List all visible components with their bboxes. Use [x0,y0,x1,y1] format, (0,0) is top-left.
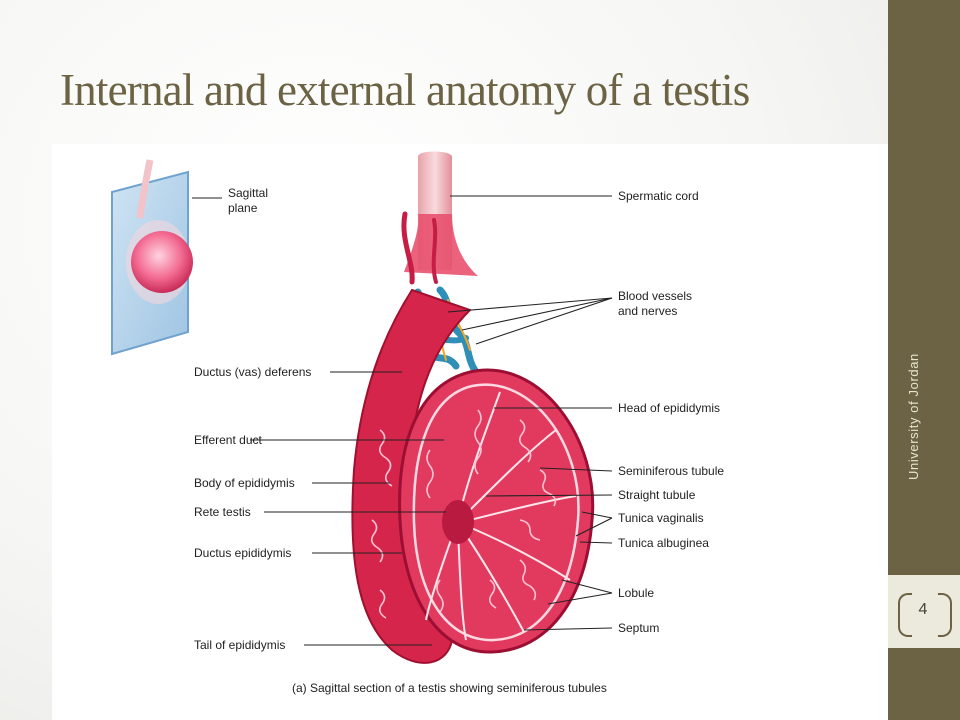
label-ductus-epididymis: Ductus epididymis [194,546,291,560]
label-spermatic-cord: Spermatic cord [618,189,699,203]
label-straight-tubule: Straight tubule [618,488,696,502]
page-number: 4 [918,601,928,618]
label-efferent-duct: Efferent duct [194,433,262,447]
page-bracket-right [938,593,952,637]
rete-testis-shape [442,500,474,544]
page-bracket-left [898,593,912,637]
label-tunica-vaginalis: Tunica vaginalis [618,511,704,525]
testis-thumbnail [131,231,193,293]
label-sagittal-plane-1: Sagittal [228,186,268,200]
label-head-of-epididymis: Head of epididymis [618,401,720,415]
sidebar-institution-text: University of Jordan [906,353,921,480]
label-body-of-epididymis: Body of epididymis [194,476,295,490]
label-seminiferous-tubule: Seminiferous tubule [618,464,724,478]
seminiferous-tubules [370,409,557,619]
label-sagittal-plane-2: plane [228,201,258,215]
page-number-box [888,575,960,648]
label-tail-of-epididymis: Tail of epididymis [194,638,285,652]
label-rete-testis: Rete testis [194,505,251,519]
sagittal-plane-inset [111,159,193,356]
testis-diagram: Sagittal plane Spermatic cord Blood vess… [111,151,724,695]
label-tunica-albuginea: Tunica albuginea [618,536,709,550]
label-ductus-deferens: Ductus (vas) deferens [194,365,311,379]
label-septum: Septum [618,621,659,635]
slide-title: Internal and external anatomy of a testi… [60,65,750,115]
leader-lines [192,195,613,646]
figure-caption: (a) Sagittal section of a testis showing… [292,681,607,695]
anatomy-figure: Sagittal plane Spermatic cord Blood vess… [52,144,888,720]
label-blood-vessels-2: and nerves [618,304,677,318]
label-lobule: Lobule [618,586,654,600]
label-blood-vessels-1: Blood vessels [618,289,692,303]
